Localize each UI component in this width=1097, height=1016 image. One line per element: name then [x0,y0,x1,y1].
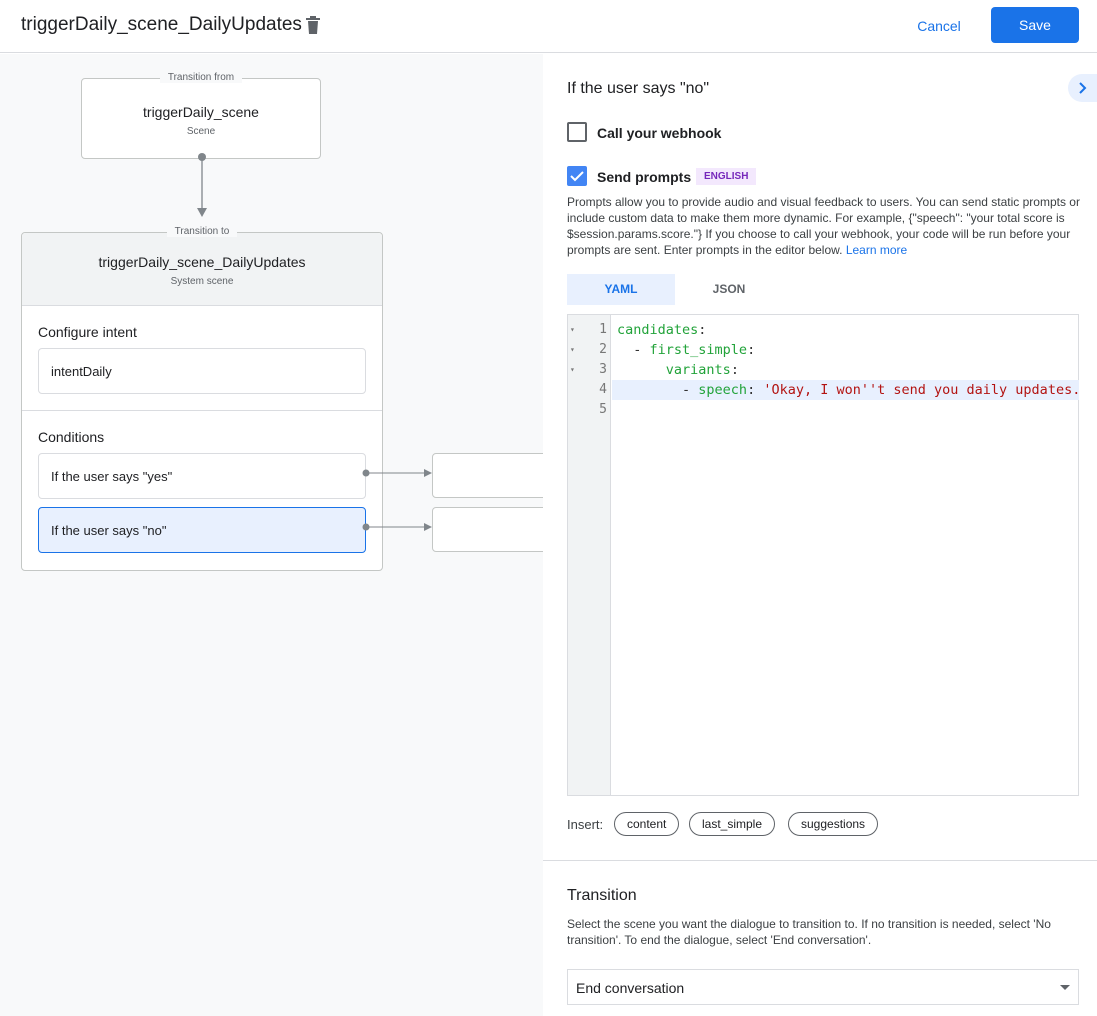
tab-json[interactable]: JSON [712,282,746,296]
tab-yaml[interactable]: YAML [567,274,675,305]
to-scene-type: System scene [170,276,234,287]
transition-description: Select the scene you want the dialogue t… [567,917,1051,947]
save-button[interactable]: Save [991,7,1079,43]
connector-arrow [197,153,207,217]
line-number: ▾1 [568,320,611,340]
transition-to-legend: Transition to [166,226,238,237]
conditions-label: Conditions [38,429,105,445]
configure-intent-label: Configure intent [38,324,137,340]
code-line[interactable]: candidates: [617,322,707,338]
line-number-text: 4 [599,382,607,397]
yes-target-node[interactable] [432,453,543,498]
line-number-text: 2 [599,342,607,357]
panel-title: If the user says "no" [567,80,710,97]
yaml-key: variants [665,362,731,378]
line-number-text: 5 [599,402,607,417]
condition-connectors [362,469,432,531]
yaml-key: first_simple [649,342,748,358]
transition-selected: End conversation [576,980,685,996]
to-scene-name: triggerDaily_scene_DailyUpdates [98,254,306,270]
code-line[interactable]: - speech: 'Okay, I won''t send you daily… [612,380,1079,400]
top-bar: triggerDaily_scene_DailyUpdates Cancel S… [0,0,1097,53]
cancel-button[interactable]: Cancel [903,8,975,43]
insert-label: Insert: [567,817,604,832]
send-prompts-checkbox[interactable] [567,166,587,186]
flow-canvas: Transition from triggerDaily_scene Scene… [0,54,543,1016]
chevron-right-icon [1079,82,1087,94]
yaml-key: speech [698,382,748,398]
divider [543,860,1097,861]
check-icon [570,171,584,182]
yaml-value: 'Okay, I won''t send you daily updates.' [763,382,1079,398]
transition-from-node[interactable]: Transition from triggerDaily_scene Scene [81,72,321,159]
transition-to-node: Transition to triggerDaily_scene_DailyUp… [21,226,383,571]
fold-arrow-icon[interactable]: ▾ [570,365,575,374]
code-line[interactable]: variants: [612,360,1079,380]
line-number: 5 [568,400,611,420]
fold-arrow-icon[interactable]: ▾ [570,345,575,354]
code-line[interactable]: - first_simple: [617,342,756,358]
insert-content-chip[interactable]: content [614,812,680,836]
yaml-key: candidates [617,322,699,338]
from-scene-type: Scene [186,126,216,137]
intent-field[interactable]: intentDaily [38,348,366,394]
expand-panel-button[interactable] [1068,74,1097,102]
condition-yes[interactable]: If the user says "yes" [38,453,366,499]
fold-arrow-icon[interactable]: ▾ [570,325,575,334]
language-badge: ENGLISH [696,168,757,185]
line-number-text: 3 [599,362,607,377]
learn-more-link[interactable]: Learn more [845,243,908,257]
transition-title: Transition [567,887,637,904]
prompts-description: Prompts allow you to provide audio and v… [567,194,1087,258]
line-number: ▾2 [568,340,611,360]
code-indent: - [617,382,699,398]
page-title: triggerDaily_scene_DailyUpdates [21,14,302,35]
code-indent [617,362,666,378]
webhook-label: Call your webhook [597,125,722,141]
insert-suggestions-chip[interactable]: suggestions [788,812,879,836]
insert-last-simple-chip[interactable]: last_simple [689,812,776,836]
line-number-text: 1 [599,322,607,337]
dropdown-arrow-icon [1060,985,1070,990]
transition-from-legend: Transition from [159,72,243,83]
from-scene-name: triggerDaily_scene [143,104,259,120]
webhook-checkbox[interactable] [567,122,587,142]
code-line[interactable] [612,400,1079,420]
condition-no[interactable]: If the user says "no" [38,507,366,553]
detail-panel: If the user says "no" Call your webhook … [543,54,1097,1016]
line-number: ▾3 [568,360,611,380]
description-text: Prompts allow you to provide audio and v… [567,195,1080,257]
send-prompts-label: Send prompts [597,169,692,185]
no-target-node[interactable] [432,507,543,552]
code-indent: - [617,342,650,358]
line-number: 4 [568,380,611,400]
transition-select[interactable]: End conversation [567,969,1079,1005]
delete-icon[interactable] [304,15,322,35]
